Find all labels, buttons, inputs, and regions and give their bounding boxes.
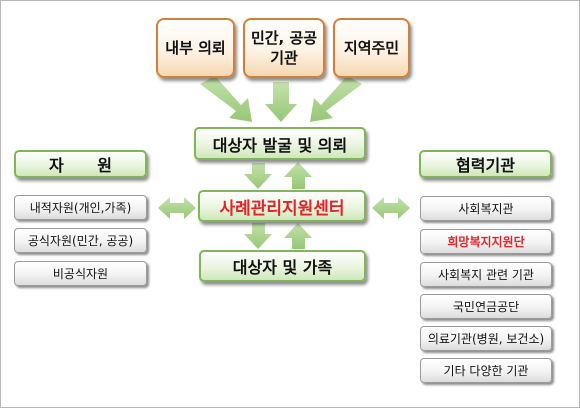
discovery-box: 대상자 발굴 및 의뢰 (194, 127, 366, 160)
arrow-center-to-target (244, 223, 272, 249)
target-box: 대상자 및 가족 (199, 250, 366, 282)
partners-title: 협력기관 (456, 156, 515, 175)
resource-item-label: 공식자원(민간, 공공) (27, 234, 134, 248)
partner-item: 기타 다양한 기관 (420, 358, 552, 383)
target-label: 대상자 및 가족 (232, 258, 333, 277)
resource-item: 비공식자원 (14, 261, 147, 286)
resources-title-box: 자 원 (14, 150, 147, 178)
partner-item: 사회복지 관련 기관 (420, 262, 552, 287)
resources-title: 자 원 (48, 156, 126, 175)
arrow-discovery-to-center (244, 163, 272, 189)
partner-item-label: 의료기관(병원, 보건소) (427, 332, 545, 346)
arrow-target-to-center (284, 223, 312, 249)
arrow-center-partners (372, 197, 410, 219)
source-private-box: 민간, 공공 기관 (243, 18, 325, 78)
partner-item: 국민연금공단 (420, 294, 552, 319)
source-private-label: 민간, 공공 기관 (250, 29, 318, 67)
partner-item-label: 사회복지 관련 기관 (438, 268, 534, 282)
source-internal-box: 내부 의뢰 (156, 18, 235, 78)
partner-item: 사회복지관 (420, 196, 552, 221)
resource-item: 내적자원(개인,가족) (14, 195, 147, 220)
partner-item-label: 국민연금공단 (452, 300, 520, 314)
source-residents-label: 지역주민 (343, 39, 400, 57)
source-residents-box: 지역주민 (333, 18, 410, 78)
arrow-source-residents (310, 76, 362, 122)
arrow-source-private (265, 82, 297, 122)
resource-item-label: 내적자원(개인,가족) (29, 201, 132, 215)
center-label: 사례관리지원센터 (219, 198, 345, 219)
source-internal-label: 내부 의뢰 (165, 39, 226, 57)
discovery-label: 대상자 발굴 및 의뢰 (212, 135, 348, 155)
partner-item-label: 사회복지관 (458, 202, 514, 216)
arrow-center-to-discovery (284, 162, 312, 189)
arrow-source-internal (200, 76, 252, 122)
resource-item-label: 비공식자원 (52, 267, 109, 281)
partner-item-highlighted: 희망복지지원단 (420, 229, 552, 254)
arrow-resources-center (158, 197, 196, 219)
partner-item-label: 희망복지지원단 (447, 235, 525, 249)
resource-item: 공식자원(민간, 공공) (14, 228, 147, 253)
partner-item: 의료기관(병원, 보건소) (420, 326, 552, 351)
center-box: 사례관리지원센터 (198, 190, 366, 222)
partners-title-box: 협력기관 (419, 150, 552, 178)
partner-item-label: 기타 다양한 기관 (443, 364, 529, 378)
